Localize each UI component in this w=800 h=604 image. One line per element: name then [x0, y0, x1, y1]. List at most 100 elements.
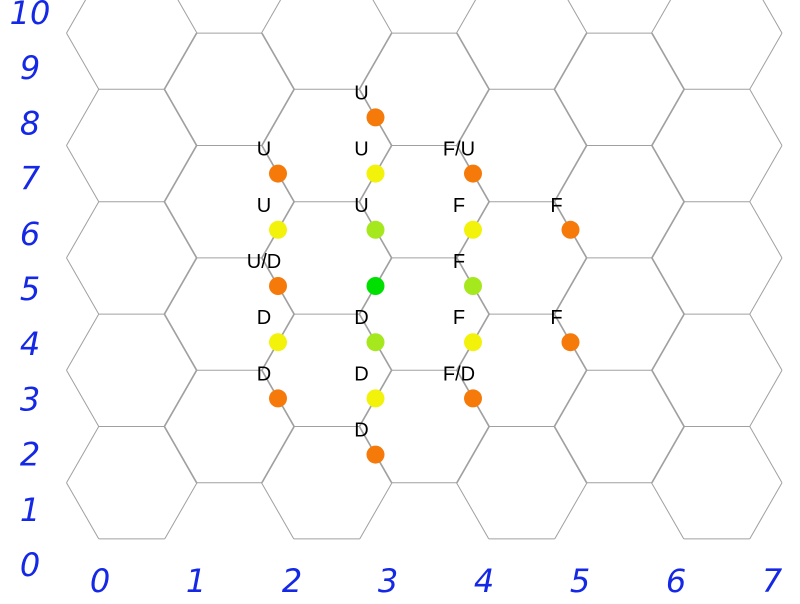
hex-edge — [749, 89, 783, 146]
hex-edge — [553, 145, 587, 202]
hex-edge — [567, 0, 588, 34]
node-marker-outer — [366, 108, 385, 127]
y-axis-number: 9 — [20, 49, 40, 87]
node-marker-outer — [464, 389, 482, 408]
hex-edge — [651, 257, 685, 315]
hex-edge — [66, 370, 100, 427]
hex-edge — [651, 145, 685, 202]
node-marker-inner — [366, 220, 385, 239]
hex-edge — [358, 32, 392, 90]
hex-edge — [163, 426, 197, 483]
x-axis-number: 7 — [762, 562, 783, 599]
hex-edge — [554, 145, 588, 202]
node-label: D — [354, 363, 368, 385]
node-label: F — [453, 195, 465, 217]
hex-edge — [749, 32, 783, 90]
node-marker-outer — [269, 277, 287, 295]
node-label: F — [550, 307, 562, 329]
hex-edge — [177, 0, 198, 34]
hex-edge — [66, 201, 100, 259]
node-marker-middle — [464, 220, 482, 239]
hex-edge — [164, 201, 198, 259]
hex-edge — [456, 0, 477, 34]
hex-edge — [749, 313, 783, 371]
hex-edge — [651, 426, 685, 483]
hex-edge — [66, 257, 100, 315]
x-axis-number: 6 — [666, 562, 686, 599]
y-axis-number: 8 — [20, 104, 40, 142]
hex-edge — [359, 32, 393, 90]
hex-edge — [651, 32, 685, 90]
hex-edge — [164, 145, 198, 202]
hex-edge — [163, 89, 197, 146]
hex-edge — [651, 370, 685, 427]
hex-edge — [749, 257, 783, 315]
node-marker-outer — [464, 164, 482, 183]
y-axis-number: 10 — [10, 0, 51, 32]
hex-edge — [651, 0, 672, 34]
hex-edge — [651, 313, 685, 371]
node-marker-center — [366, 277, 385, 295]
hex-edge — [372, 0, 393, 34]
hex-edge — [164, 257, 198, 315]
node-marker-outer — [366, 445, 385, 464]
hex-edge — [66, 426, 100, 483]
node-label: U/D — [247, 251, 281, 273]
hex-edge — [762, 0, 783, 34]
node-label: U — [354, 195, 368, 217]
hex-edge — [261, 482, 295, 540]
hex-edge — [164, 313, 198, 371]
hex-edge — [66, 32, 100, 90]
y-axis-number: 6 — [20, 215, 40, 253]
hex-edge — [456, 426, 490, 483]
hex-edge — [554, 370, 588, 427]
hex-edge — [651, 426, 685, 483]
node-marker-middle — [366, 164, 385, 183]
x-axis-number: 0 — [90, 562, 110, 599]
hex-edge — [456, 426, 490, 483]
hex-edge — [651, 313, 685, 371]
node-marker-middle — [269, 333, 287, 352]
hex-edge — [651, 257, 685, 315]
hex-edge — [261, 89, 295, 146]
node-marker-outer — [561, 333, 580, 352]
node-label: F — [453, 307, 465, 329]
hex-edge — [553, 426, 587, 483]
node-label: F — [453, 251, 465, 273]
node-label: D — [257, 363, 271, 385]
x-axis-number: 5 — [570, 562, 590, 599]
node-label: U — [354, 139, 368, 161]
hex-edge — [554, 426, 588, 483]
hex-edge — [261, 89, 295, 146]
hex-edge — [163, 313, 197, 371]
y-axis-number: 0 — [20, 546, 40, 584]
hex-edge — [553, 89, 587, 146]
node-marker-outer — [269, 164, 287, 183]
hex-grid-lines — [66, 0, 783, 540]
node-marker-inner — [464, 277, 482, 295]
node-label: F/U — [443, 139, 475, 161]
hex-edge — [164, 426, 198, 483]
hex-edge — [456, 89, 490, 146]
hex-edge — [651, 370, 685, 427]
node-label: D — [257, 307, 271, 329]
y-axis-number: 7 — [20, 160, 41, 198]
y-axis-number: 1 — [20, 491, 40, 529]
hex-edge — [261, 32, 295, 90]
hex-edge — [554, 32, 588, 90]
y-axis-number: 2 — [20, 436, 40, 474]
hex-edge — [456, 89, 490, 146]
node-marker-inner — [366, 333, 385, 352]
hex-edge — [456, 32, 490, 90]
x-axis-number: 1 — [186, 562, 206, 599]
hex-edge — [651, 89, 685, 146]
hex-edge — [553, 32, 587, 90]
hex-edge — [66, 145, 100, 202]
hex-edge — [456, 32, 490, 90]
hex-edge — [164, 370, 198, 427]
